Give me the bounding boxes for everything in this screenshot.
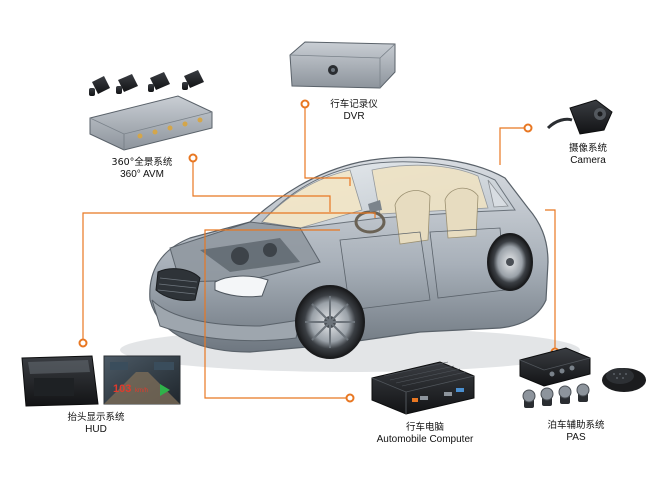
label-camera-en: Camera bbox=[570, 155, 606, 166]
pas-device-image bbox=[519, 347, 646, 408]
dvr-device-image bbox=[289, 41, 396, 89]
hud-speed-unit: km/h bbox=[135, 388, 148, 394]
label-hud-en: HUD bbox=[85, 424, 107, 435]
label-camera: 摄像系统 Camera bbox=[556, 143, 620, 167]
label-avm-en: 360° AVM bbox=[120, 169, 164, 180]
computer-device-image bbox=[371, 361, 475, 415]
label-hud: 抬头显示系统 HUD bbox=[48, 412, 144, 436]
label-dvr: 行车记录仪 DVR bbox=[310, 99, 398, 123]
label-computer-cn: 行车电脑 bbox=[405, 422, 444, 433]
hud-device-image: 103 km/h bbox=[21, 355, 181, 407]
camera-device-image bbox=[546, 99, 613, 135]
label-dvr-cn: 行车记录仪 bbox=[330, 99, 378, 110]
label-avm-cn: 360°全景系统 bbox=[111, 157, 173, 168]
car-illustration bbox=[120, 156, 580, 372]
label-hud-cn: 抬头显示系统 bbox=[67, 412, 125, 423]
label-pas-cn: 泊车辅助系统 bbox=[547, 420, 605, 431]
label-dvr-en: DVR bbox=[343, 111, 365, 122]
avm-device-image bbox=[89, 70, 213, 151]
hud-speed-readout: 103 bbox=[113, 383, 131, 395]
label-camera-cn: 摄像系统 bbox=[568, 143, 607, 154]
label-avm: 360°全景系统 360° AVM bbox=[92, 157, 192, 181]
label-pas-en: PAS bbox=[566, 432, 586, 443]
label-computer-en: Automobile Computer bbox=[376, 434, 474, 445]
label-computer: 行车电脑 Automobile Computer bbox=[360, 422, 490, 446]
label-pas: 泊车辅助系统 PAS bbox=[528, 420, 624, 444]
connector-lines bbox=[82, 104, 556, 399]
